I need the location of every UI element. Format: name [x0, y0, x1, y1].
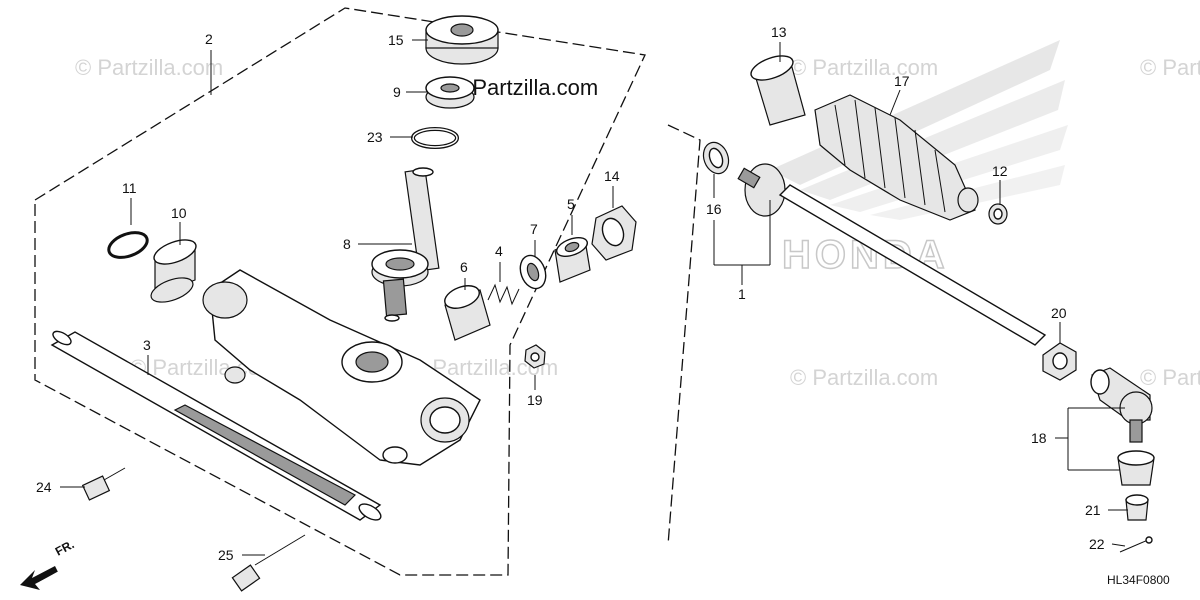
part-20-nut	[1042, 342, 1077, 381]
part-23-circlip	[411, 127, 459, 149]
callout-13: 13	[771, 24, 787, 40]
part-24-bolt	[81, 467, 126, 501]
callout-20: 20	[1051, 305, 1067, 321]
assembly-1-boundary	[667, 124, 701, 546]
callout-10: 10	[171, 205, 187, 221]
part-6-rack-guide	[444, 285, 491, 341]
callout-3: 3	[143, 337, 151, 353]
watermark-5: © Partzilla.com	[790, 365, 938, 390]
callout-9: 9	[393, 84, 401, 100]
part-10-bushing	[150, 239, 197, 303]
callout-18: 18	[1031, 430, 1047, 446]
callout-7: 7	[530, 221, 538, 237]
part-3-rack	[50, 330, 382, 521]
callout-6: 6	[460, 259, 468, 275]
part-18-tie-rod-end	[1090, 367, 1155, 486]
callout-21: 21	[1085, 502, 1101, 518]
part-15-dust-seal	[425, 15, 499, 65]
callout-16: 16	[706, 201, 722, 217]
part-9-oil-seal	[425, 76, 475, 109]
callout-15: 15	[388, 32, 404, 48]
callout-24: 24	[36, 479, 52, 495]
part-11-circlip	[107, 231, 149, 259]
part-16-clip	[702, 141, 730, 175]
part-17-boot	[814, 94, 979, 221]
part-7-washer	[519, 254, 547, 290]
drawing-code: HL34F0800	[1107, 573, 1170, 587]
callout-25: 25	[218, 547, 234, 563]
part-25-bolt	[231, 534, 306, 592]
callout-11: 11	[122, 180, 137, 196]
watermark-6: © Partzilla.com	[1140, 365, 1200, 390]
front-direction-label: FR.	[53, 537, 77, 558]
part-2-gearbox-housing	[202, 269, 481, 466]
callout-17: 17	[894, 73, 910, 89]
part-13-band	[750, 55, 806, 126]
callout-12: 12	[992, 163, 1008, 179]
front-direction-arrow-icon	[20, 566, 59, 590]
callout-14: 14	[604, 168, 620, 184]
watermark-4: © Partzilla.com	[1140, 55, 1200, 80]
callout-2: 2	[205, 31, 213, 47]
part-21-nut	[1125, 494, 1149, 521]
part-14-lock-nut	[591, 205, 637, 261]
callout-8: 8	[343, 236, 351, 252]
part-12-clip	[988, 203, 1008, 225]
callout-1: 1	[738, 286, 746, 302]
watermark-center: © Partzilla.com	[450, 75, 598, 100]
part-19-nut	[524, 344, 546, 369]
callout-22: 22	[1089, 536, 1105, 552]
assembly-2-boundary	[34, 7, 646, 576]
callout-19: 19	[527, 392, 543, 408]
part-8-pinion-shaft	[371, 167, 440, 322]
watermark-1: © Partzilla.com	[75, 55, 223, 80]
part-5-adjusting-screw	[554, 237, 591, 283]
part-1-tie-rod	[737, 163, 1047, 346]
watermark-3: © Partzilla.com	[790, 55, 938, 80]
part-22-cotter-pin	[1119, 536, 1153, 553]
callout-23: 23	[367, 129, 383, 145]
part-4-spring	[487, 283, 520, 306]
callout-4: 4	[495, 243, 503, 259]
callout-5: 5	[567, 196, 575, 212]
leader-lines	[60, 39, 1128, 556]
